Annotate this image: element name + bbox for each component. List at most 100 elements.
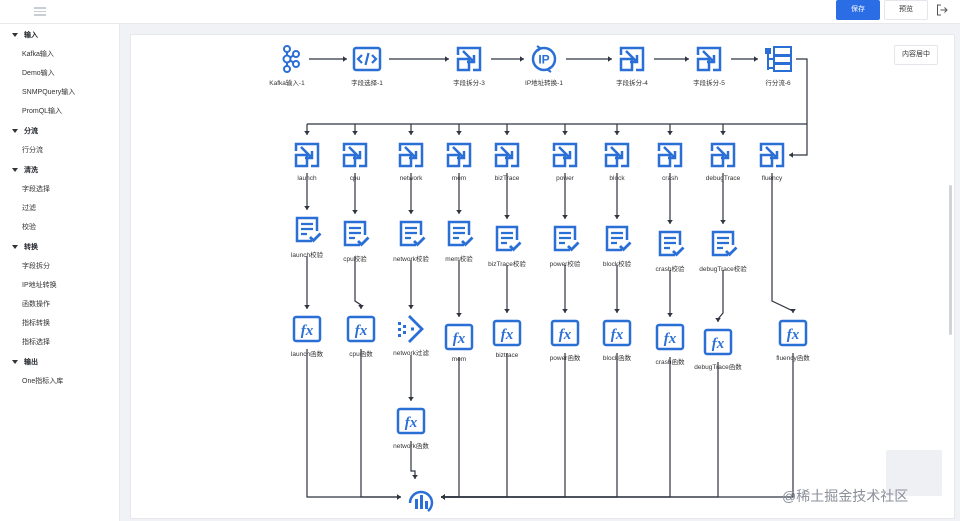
sidebar-item-demo-input[interactable]: Demo输入 bbox=[22, 70, 55, 77]
sidebar-item-snmp-input[interactable]: SNMPQuery输入 bbox=[22, 89, 76, 96]
node-check-power[interactable] bbox=[549, 223, 581, 255]
group-input[interactable]: 输入 bbox=[12, 30, 38, 40]
edge-arrowhead bbox=[789, 152, 793, 158]
split-icon bbox=[446, 142, 472, 168]
node-func-power[interactable]: fx bbox=[549, 317, 581, 349]
sidebar-item-metric-convert[interactable]: 指标转换 bbox=[22, 320, 50, 327]
sidebar-item-kafka-input[interactable]: Kafka输入 bbox=[22, 51, 54, 58]
node-filter-network[interactable] bbox=[395, 313, 427, 345]
edge-arrowhead bbox=[614, 215, 620, 219]
node-func-debugtrace[interactable]: fx bbox=[702, 326, 734, 358]
exit-icon[interactable] bbox=[936, 4, 948, 16]
center-content-button[interactable]: 内容居中 bbox=[894, 45, 938, 65]
sidebar-item-metric-select[interactable]: 指标选择 bbox=[22, 339, 50, 346]
filter-icon bbox=[398, 315, 424, 343]
sidebar-item-ip-convert[interactable]: IP地址转换 bbox=[22, 282, 57, 289]
group-output[interactable]: 输出 bbox=[12, 357, 38, 367]
node-check-crash-label: crash校验 bbox=[655, 266, 685, 273]
edge-arrowhead bbox=[667, 131, 673, 135]
flow-edge bbox=[360, 349, 401, 498]
fx-icon: fx bbox=[778, 319, 808, 347]
sidebar-item-function-op[interactable]: 函数操作 bbox=[22, 301, 50, 308]
group-clean[interactable]: 清洗 bbox=[12, 165, 38, 175]
node-split-cpu[interactable] bbox=[339, 139, 371, 171]
flow-edge bbox=[771, 173, 794, 313]
vertical-scrollbar[interactable] bbox=[949, 185, 952, 335]
split-icon bbox=[657, 142, 683, 168]
sidebar-item-field-split[interactable]: 字段拆分 bbox=[22, 263, 50, 270]
node-5-label: 字段拆分-5 bbox=[693, 80, 725, 87]
edge-arrowhead bbox=[504, 309, 510, 313]
node-check-network[interactable] bbox=[395, 218, 427, 250]
node-5[interactable] bbox=[693, 43, 725, 75]
preview-button[interactable]: 预览 bbox=[884, 0, 928, 20]
node-split-power[interactable] bbox=[549, 139, 581, 171]
node-ip-1[interactable]: IP bbox=[528, 43, 560, 75]
flow-edge bbox=[717, 270, 724, 322]
split-icon bbox=[696, 46, 722, 72]
fx-icon: fx bbox=[292, 315, 322, 343]
node-6-label: 行分流-6 bbox=[765, 80, 791, 87]
node-check-block[interactable] bbox=[601, 223, 633, 255]
node-func-biztrace[interactable]: fx bbox=[491, 317, 523, 349]
node-check-crash[interactable] bbox=[654, 228, 686, 260]
menu-toggle-icon[interactable] bbox=[34, 7, 46, 16]
node-check-launch[interactable] bbox=[291, 214, 323, 246]
node-func-block[interactable]: fx bbox=[601, 317, 633, 349]
check-icon bbox=[711, 230, 738, 257]
sidebar-item-row-split[interactable]: 行分流 bbox=[22, 147, 43, 154]
edge-arrowhead bbox=[456, 210, 462, 214]
group-split[interactable]: 分流 bbox=[12, 126, 38, 136]
save-button[interactable]: 保存 bbox=[836, 0, 880, 20]
node-split-crash[interactable] bbox=[654, 139, 686, 171]
node-func-cpu[interactable]: fx bbox=[345, 313, 377, 345]
node-func-mem-label: mem bbox=[451, 356, 467, 363]
node-1[interactable] bbox=[351, 43, 383, 75]
minimap[interactable] bbox=[886, 450, 942, 496]
node-split-biztrace[interactable] bbox=[491, 139, 523, 171]
sidebar-item-validate[interactable]: 校验 bbox=[22, 224, 36, 231]
node-4[interactable] bbox=[616, 43, 648, 75]
svg-text:fx: fx bbox=[559, 327, 572, 343]
node-split-debugtrace[interactable] bbox=[707, 139, 739, 171]
node-func-fluency[interactable]: fx bbox=[777, 317, 809, 349]
edge-arrowhead bbox=[352, 131, 358, 135]
node-check-debugtrace[interactable] bbox=[707, 228, 739, 260]
sidebar-item-one-metric-output[interactable]: One指标入库 bbox=[22, 378, 64, 385]
node-split-mem[interactable] bbox=[443, 139, 475, 171]
node-func-launch[interactable]: fx bbox=[291, 313, 323, 345]
node-check-biztrace-label: bizTrace校验 bbox=[488, 261, 526, 268]
node-6[interactable] bbox=[762, 43, 794, 75]
sidebar-item-filter[interactable]: 过滤 bbox=[22, 205, 36, 212]
fx-icon: fx bbox=[655, 323, 685, 351]
edge-arrowhead bbox=[408, 210, 414, 214]
node-split-fluency[interactable] bbox=[756, 139, 788, 171]
sidebar-item-promql-input[interactable]: PromQL输入 bbox=[22, 108, 63, 115]
node-split-block[interactable] bbox=[601, 139, 633, 171]
node-check-cpu[interactable] bbox=[339, 218, 371, 250]
component-sidebar: 输入 Kafka输入 Demo输入 SNMPQuery输入 PromQL输入 分… bbox=[0, 24, 120, 521]
flow-edge bbox=[789, 124, 808, 156]
flow-edges bbox=[304, 56, 808, 500]
edge-arrowhead bbox=[720, 131, 726, 135]
flow-edge bbox=[441, 353, 618, 498]
node-split-fluency-label: fluency bbox=[761, 175, 783, 182]
node-check-biztrace[interactable] bbox=[491, 223, 523, 255]
split-icon bbox=[494, 142, 520, 168]
node-check-mem[interactable] bbox=[443, 218, 475, 250]
sidebar-item-field-select[interactable]: 字段选择 bbox=[22, 186, 50, 193]
edge-arrowhead bbox=[304, 131, 310, 135]
node-func-mem[interactable]: fx bbox=[443, 321, 475, 353]
node-split-network[interactable] bbox=[395, 139, 427, 171]
node-func-network-label: network函数 bbox=[393, 443, 429, 450]
node-func-crash[interactable]: fx bbox=[654, 321, 686, 353]
node-output[interactable] bbox=[405, 481, 437, 513]
node-func-network[interactable]: fx bbox=[395, 405, 427, 437]
node-kafka-1[interactable] bbox=[271, 43, 303, 75]
node-split-launch[interactable] bbox=[291, 139, 323, 171]
edge-arrowhead bbox=[667, 220, 673, 224]
group-transform[interactable]: 转换 bbox=[12, 242, 38, 252]
node-3[interactable] bbox=[453, 43, 485, 75]
